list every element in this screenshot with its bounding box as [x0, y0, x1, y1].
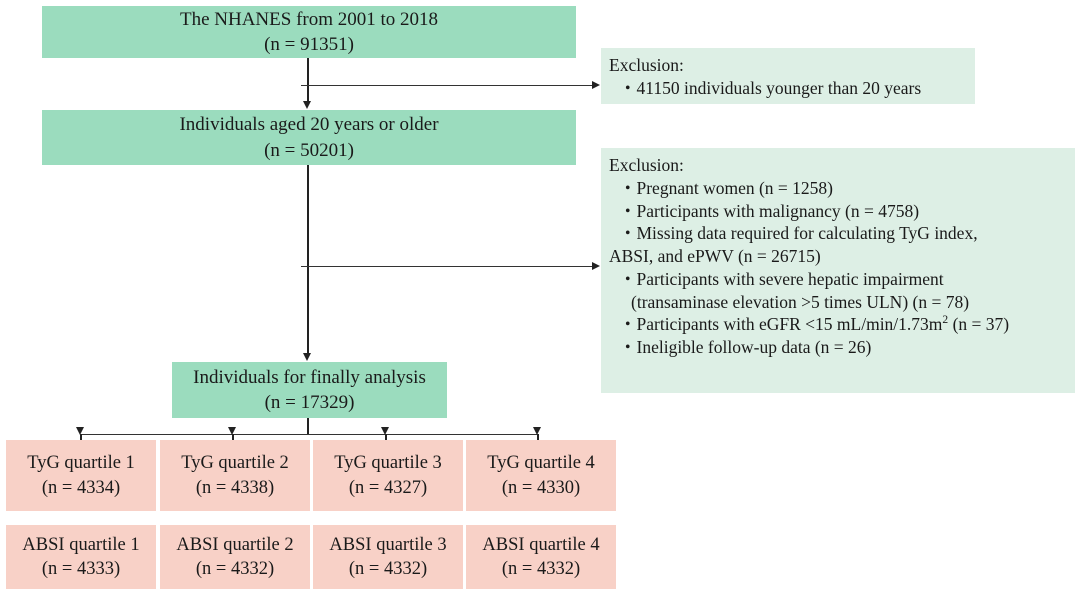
tyg-quartile-4-label: TyG quartile 4 — [487, 453, 595, 474]
exclusion-2-item-followup: ・Ineligible follow-up data (n = 26) — [619, 337, 872, 357]
exclusion-2-item-egfr-text-a: ・Participants with eGFR <15 mL/min/1.73m — [619, 314, 943, 335]
arrowhead-exclusion-2 — [592, 262, 600, 270]
exclusion-2-header: Exclusion: — [609, 155, 684, 175]
exclusion-2-item-pregnant: ・Pregnant women (n = 1258) — [619, 177, 833, 198]
absi-quartile-4-label: ABSI quartile 4 — [482, 534, 600, 555]
absi-quartile-box-2: ABSI quartile 2 (n = 4332) — [160, 525, 310, 589]
tyg-quartile-1-label: TyG quartile 1 — [27, 453, 135, 474]
tyg-quartile-box-3: TyG quartile 3 (n = 4327) — [313, 440, 463, 511]
exclusion-2-item-missing-data: ・Missing data required for calculating T… — [619, 223, 978, 244]
tyg-quartile-2-count: (n = 4338) — [195, 477, 275, 498]
connector-quartile-bus — [80, 434, 538, 436]
node-final-analysis-label: Individuals for finally analysis — [193, 366, 426, 388]
tyg-quartile-box-2: TyG quartile 2 (n = 4338) — [160, 440, 310, 511]
tyg-quartile-3-count: (n = 4327) — [348, 477, 428, 498]
absi-quartile-1-count: (n = 4333) — [41, 559, 121, 579]
exclusion-1-item-0: ・41150 individuals younger than 20 years — [619, 77, 922, 98]
exclusion-2-item-egfr-superscript: 2 — [942, 314, 949, 327]
exclusion-2-item-hepatic: ・Participants with severe hepatic impair… — [619, 268, 944, 289]
exclusion-box-2: Exclusion: ・Pregnant women (n = 1258) ・P… — [601, 148, 1075, 393]
arrowhead-tyg-1 — [76, 427, 85, 435]
absi-quartile-3-count: (n = 4332) — [348, 559, 428, 579]
tyg-quartile-1-count: (n = 4334) — [41, 477, 121, 498]
node-final-analysis: Individuals for finally analysis (n = 17… — [172, 362, 447, 418]
exclusion-2-item-egfr: ・Participants with eGFR <15 mL/min/1.73m… — [609, 313, 1075, 336]
exclusion-1-header: Exclusion: — [609, 55, 684, 75]
node-age-filtered-label: Individuals aged 20 years or older — [179, 114, 439, 136]
exclusion-2-item-egfr-text-b: (n = 37) — [948, 314, 1010, 335]
tyg-quartile-box-4: TyG quartile 4 (n = 4330) — [466, 440, 616, 511]
tyg-quartile-box-1: TyG quartile 1 (n = 4334) — [6, 440, 156, 511]
exclusion-2-item-missing-data-cont: ABSI, and ePWV (n = 26715) — [609, 246, 821, 266]
connector-source-to-age — [307, 58, 309, 102]
node-source-cohort-label: The NHANES from 2001 to 2018 — [179, 8, 439, 30]
arrowhead-exclusion-1 — [592, 81, 600, 89]
arrowhead-age-to-final — [303, 353, 312, 361]
absi-quartile-2-count: (n = 4332) — [195, 559, 275, 579]
tyg-quartile-3-label: TyG quartile 3 — [334, 453, 442, 474]
node-final-analysis-count: (n = 17329) — [264, 392, 355, 413]
node-age-filtered-count: (n = 50201) — [264, 139, 354, 161]
connector-age-to-final — [307, 165, 309, 354]
absi-quartile-box-3: ABSI quartile 3 (n = 4332) — [313, 525, 463, 589]
connector-final-stub — [307, 418, 309, 435]
tyg-quartile-2-label: TyG quartile 2 — [181, 453, 289, 474]
node-age-filtered: Individuals aged 20 years or older (n = … — [42, 110, 576, 165]
absi-quartile-3-label: ABSI quartile 3 — [329, 534, 447, 555]
exclusion-2-item-hepatic-cont: (transaminase elevation >5 times ULN) (n… — [631, 291, 970, 312]
exclusion-box-1: Exclusion: ・41150 individuals younger th… — [601, 48, 975, 104]
node-source-cohort-count: (n = 91351) — [264, 34, 354, 55]
node-source-cohort: The NHANES from 2001 to 2018 (n = 91351) — [42, 6, 576, 58]
arrowhead-tyg-3 — [381, 427, 390, 435]
connector-exclusion-2-branch — [301, 266, 593, 268]
connector-exclusion-1-branch — [301, 85, 593, 87]
absi-quartile-box-4: ABSI quartile 4 (n = 4332) — [466, 525, 616, 589]
absi-quartile-1-label: ABSI quartile 1 — [22, 534, 140, 555]
arrowhead-source-to-age — [303, 101, 312, 109]
arrowhead-tyg-4 — [533, 427, 542, 435]
absi-quartile-box-1: ABSI quartile 1 (n = 4333) — [6, 525, 156, 589]
arrowhead-tyg-2 — [228, 427, 237, 435]
absi-quartile-4-count: (n = 4332) — [501, 559, 581, 579]
exclusion-2-item-malignancy: ・Participants with malignancy (n = 4758) — [619, 200, 920, 221]
absi-quartile-2-label: ABSI quartile 2 — [176, 534, 294, 555]
tyg-quartile-4-count: (n = 4330) — [501, 477, 581, 498]
